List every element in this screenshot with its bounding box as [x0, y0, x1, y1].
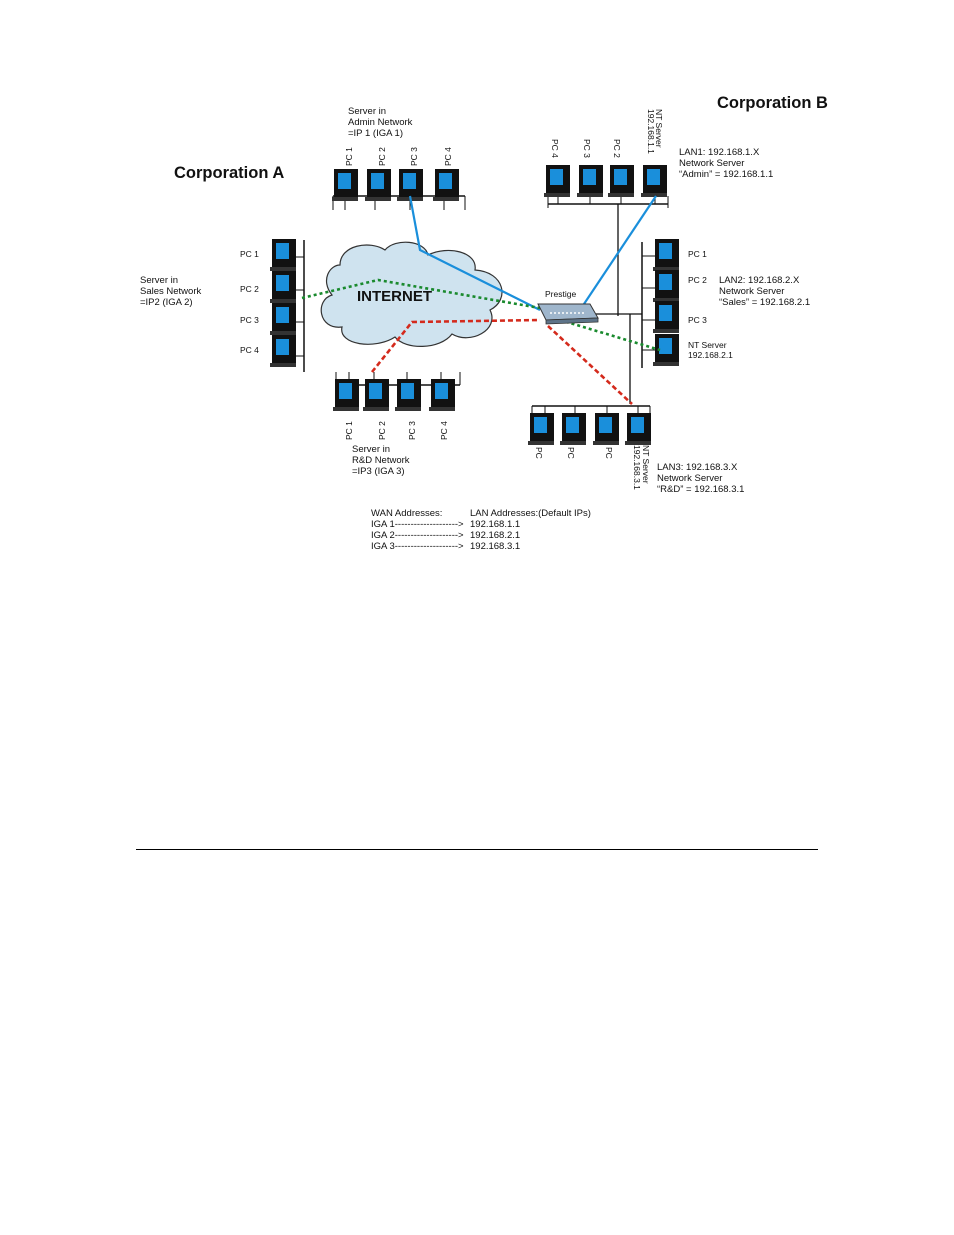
admin-links: [408, 195, 657, 311]
lan2-server-icon: [653, 334, 679, 366]
lan2-label-line1: LAN2: 192.168.2.X: [719, 275, 800, 286]
lan2-server-label1: NT Server: [688, 340, 727, 350]
sales-links: [301, 278, 661, 352]
admin-pc4-label: PC 4: [443, 147, 453, 166]
lan3-network: PC PC PC NT Server 192.168.3.1 LAN3: 192…: [528, 405, 744, 495]
admin-label-line1: Server in: [348, 106, 386, 117]
wan-row-2: IGA 2-------------------->: [371, 530, 464, 541]
address-table: WAN Addresses: LAN Addresses:(Default IP…: [371, 508, 591, 552]
lan1-pc3-label: PC 3: [582, 139, 592, 158]
lan3-server-label2: 192.168.3.1: [632, 445, 642, 490]
admin-pc2-label: PC 2: [377, 147, 387, 166]
lan1-pc2-label: PC 2: [612, 139, 622, 158]
router-label: Prestige: [545, 289, 576, 299]
sales-pc2-icon: [270, 271, 296, 303]
lan3-pc3-icon: [593, 413, 619, 445]
admin-network: PC 1 PC 2 PC 3 PC 4 Server in Admin Netw…: [332, 106, 466, 210]
lan1-pc3-icon: [577, 165, 603, 197]
internet-cloud: INTERNET: [320, 241, 503, 347]
lan2-network: PC 1 PC 2 PC 3 NT Server 192.168.2.1 LAN…: [641, 239, 810, 368]
lan3-pc3-label: PC: [604, 447, 614, 459]
wan-row-1: IGA 1-------------------->: [371, 519, 464, 530]
lan3-pc1-label: PC: [534, 447, 544, 459]
lan3-server-label1: NT Server: [641, 445, 651, 484]
corporation-a-title: Corporation A: [174, 164, 284, 182]
rd-pc4-label: PC 4: [439, 421, 449, 440]
sales-network: PC 1 PC 2 PC 3 PC 4 Server in Sales Netw…: [140, 239, 305, 372]
lan1-label-line1: LAN1: 192.168.1.X: [679, 147, 760, 158]
lan3-pc2-icon: [560, 413, 586, 445]
sales-pc2-label: PC 2: [240, 284, 259, 294]
lan2-pc3-icon: [653, 301, 679, 333]
lan3-server-icon: [625, 413, 651, 445]
rd-pc2-icon: [363, 379, 389, 411]
admin-pc1-icon: [332, 169, 358, 201]
sales-label-line2: Sales Network: [140, 286, 201, 297]
lan2-label-line2: Network Server: [719, 286, 784, 297]
rd-label-line2: R&D Network: [352, 455, 410, 466]
prestige-router: Prestige: [537, 289, 599, 325]
sales-label-line3: =IP2 (IGA 2): [140, 297, 193, 308]
rd-pc3-icon: [395, 379, 421, 411]
wan-row-3: IGA 3-------------------->: [371, 541, 464, 552]
lan2-server-label2: 192.168.2.1: [688, 350, 733, 360]
lan-row-3: 192.168.3.1: [470, 541, 520, 552]
lan-row-1: 192.168.1.1: [470, 519, 520, 530]
internet-label: INTERNET: [357, 288, 432, 305]
wan-header: WAN Addresses:: [371, 508, 442, 519]
lan1-pc2-icon: [608, 165, 634, 197]
rd-pc1-label: PC 1: [344, 421, 354, 440]
page-divider: [136, 849, 818, 850]
rd-pc1-icon: [333, 379, 359, 411]
lan2-pc2-label: PC 2: [688, 275, 707, 285]
lan2-label-line3: “Sales” = 192.168.2.1: [719, 297, 810, 308]
lan2-pc2-icon: [653, 270, 679, 302]
rd-label-line3: =IP3 (IGA 3): [352, 466, 405, 477]
lan1-network: PC 4 PC 3 PC 2 NT Server 192.168.1.1 LAN…: [544, 109, 773, 208]
lan3-pc2-label: PC: [566, 447, 576, 459]
sales-pc1-icon: [270, 239, 296, 271]
lan3-pc1-icon: [528, 413, 554, 445]
admin-label-line3: =IP 1 (IGA 1): [348, 128, 403, 139]
sales-pc4-icon: [270, 335, 296, 367]
lan-header: LAN Addresses:(Default IPs): [470, 508, 591, 519]
admin-pc4-icon: [433, 169, 459, 201]
sales-pc3-icon: [270, 303, 296, 335]
lan2-pc1-label: PC 1: [688, 249, 707, 259]
lan1-server-icon: [641, 165, 667, 197]
lan-row-2: 192.168.2.1: [470, 530, 520, 541]
lan1-label-line2: Network Server: [679, 158, 744, 169]
lan3-label-line3: “R&D” = 192.168.3.1: [657, 484, 744, 495]
lan1-server-label2: 192.168.1.1: [646, 109, 656, 154]
lan3-label-line1: LAN3: 192.168.3.X: [657, 462, 738, 473]
sales-pc1-label: PC 1: [240, 249, 259, 259]
rd-label-line1: Server in: [352, 444, 390, 455]
sales-pc4-label: PC 4: [240, 345, 259, 355]
lan1-pc4-label: PC 4: [550, 139, 560, 158]
rd-links: [370, 318, 633, 405]
rd-pc4-icon: [429, 379, 455, 411]
lan1-pc4-icon: [544, 165, 570, 197]
rd-pc2-label: PC 2: [377, 421, 387, 440]
corp-b-backbone: [596, 204, 642, 404]
lan2-pc1-icon: [653, 239, 679, 271]
rd-pc3-label: PC 3: [407, 421, 417, 440]
rd-network: PC 1 PC 2 PC 3 PC 4 Server in R&D Networ…: [333, 372, 461, 477]
lan1-server-label1: NT Server: [654, 109, 664, 148]
sales-pc3-label: PC 3: [240, 315, 259, 325]
lan2-pc3-label: PC 3: [688, 315, 707, 325]
admin-pc2-icon: [365, 169, 391, 201]
admin-label-line2: Admin Network: [348, 117, 413, 128]
lan1-label-line3: “Admin” = 192.168.1.1: [679, 169, 773, 180]
sales-label-line1: Server in: [140, 275, 178, 286]
admin-pc3-label: PC 3: [409, 147, 419, 166]
lan3-label-line2: Network Server: [657, 473, 722, 484]
admin-pc1-label: PC 1: [344, 147, 354, 166]
corporation-b-title: Corporation B: [717, 94, 828, 112]
